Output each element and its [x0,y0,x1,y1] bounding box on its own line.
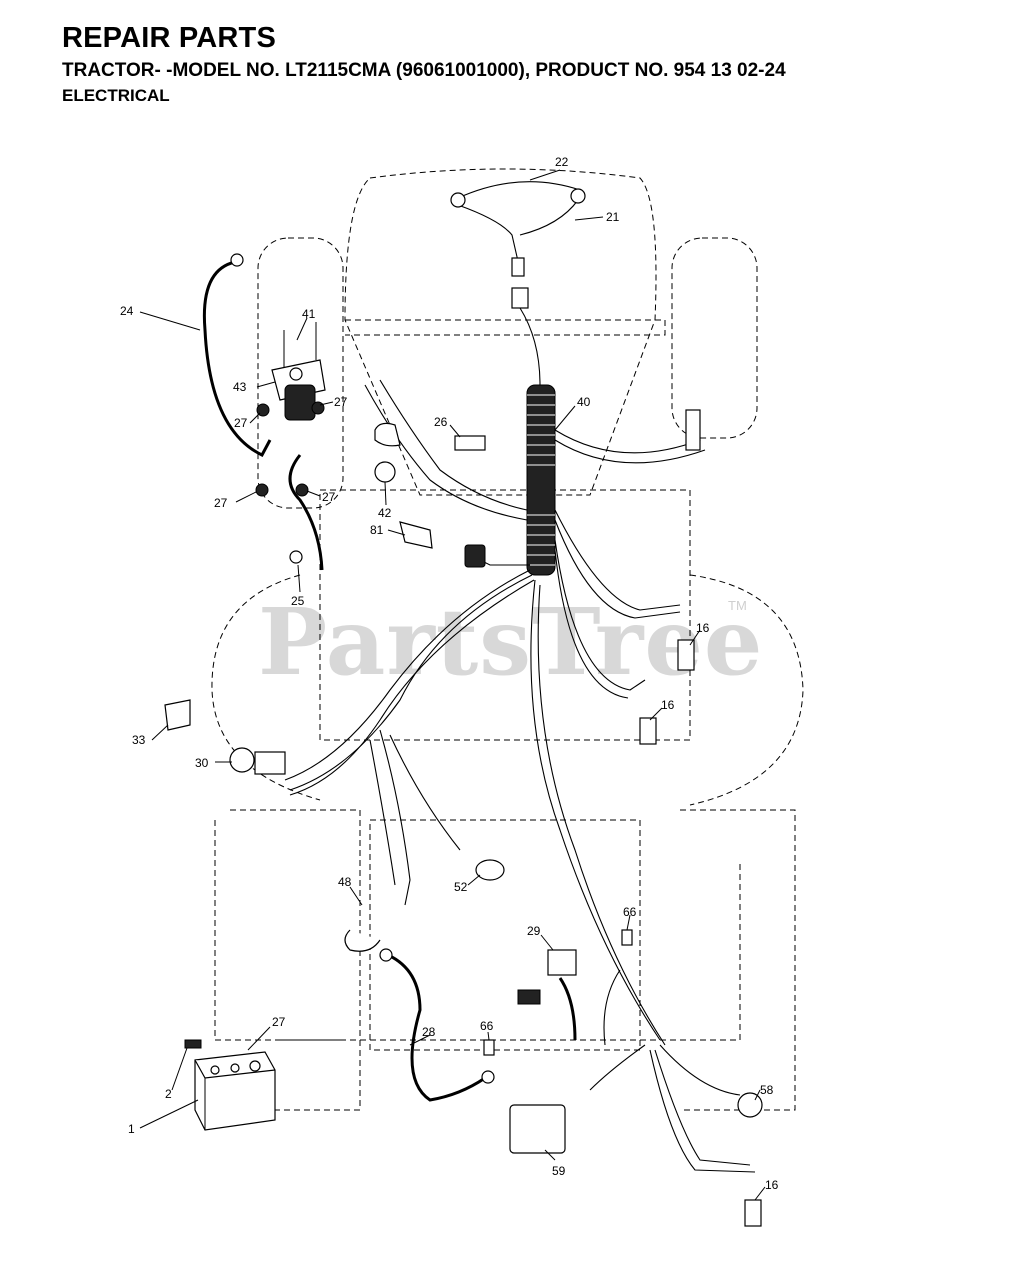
callout-label: 27 [234,416,248,430]
callout-label: 81 [370,523,384,537]
headlight-harness [450,181,586,386]
components [164,422,763,1227]
callout-label: 42 [378,506,392,520]
battery-cables [202,253,495,1102]
callout-label: 33 [132,733,146,747]
callout-label: 25 [291,594,305,608]
callout-label: 43 [233,380,247,394]
callout-label: 1 [128,1122,135,1136]
watermark-tm: TM [728,598,747,613]
callout-label: 16 [765,1178,779,1192]
callout-label: 28 [422,1025,436,1039]
callout-label: 41 [302,307,316,321]
callout-label: 40 [577,395,591,409]
callout-label: 58 [760,1083,774,1097]
callout-label: 29 [527,924,541,938]
model-subtitle: TRACTOR- -MODEL NO. LT2115CMA (960610010… [62,60,786,81]
main-conduit [526,384,556,576]
callout-label: 16 [661,698,675,712]
tractor-outline [211,168,804,1111]
callout-label: 66 [623,905,637,919]
callout-label: 30 [195,756,209,770]
callout-label: 26 [434,415,448,429]
callout-label: 52 [454,880,468,894]
callout-label: 48 [338,875,352,889]
battery [184,1039,276,1131]
harness-wires [284,379,756,1173]
callout-label: 24 [120,304,134,318]
callout-label: 27 [334,395,348,409]
callout-label: 59 [552,1164,566,1178]
callout-label: 16 [696,621,710,635]
section-label: ELECTRICAL [62,86,170,105]
callout-label: 2 [165,1087,172,1101]
callout-label: 22 [555,155,569,169]
page-title: REPAIR PARTS [62,22,277,54]
leader-lines [139,169,766,1201]
callout-label: 27 [272,1015,286,1029]
callout-label: 27 [322,490,336,504]
solenoid [255,322,326,497]
callout-labels: 22 21 24 41 43 27 27 40 26 27 27 42 81 2… [120,155,779,1192]
callout-label: 27 [214,496,228,510]
callout-label: 21 [606,210,620,224]
callout-label: 66 [480,1019,494,1033]
